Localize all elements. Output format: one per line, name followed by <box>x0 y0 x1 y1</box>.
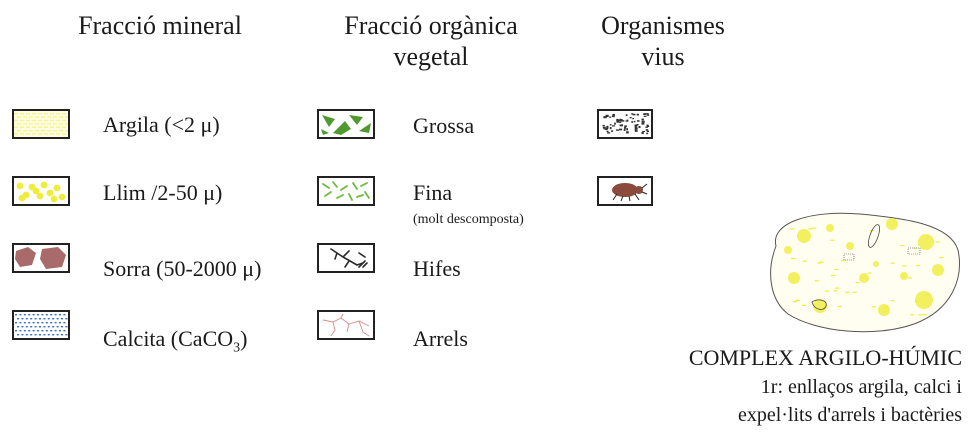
header-organic-fraction: Fracció orgànica vegetal <box>316 10 546 72</box>
calcite-label-subscript: 3 <box>233 340 241 356</box>
silt-swatch <box>12 176 70 206</box>
sand-swatch <box>12 243 70 273</box>
fine-organic-note: (molt descomposta) <box>413 212 524 227</box>
complex-description-line2: expel·lits d'arrels i bactèries <box>737 404 962 426</box>
header-organic-line2: vegetal <box>393 42 469 71</box>
calcite-swatch <box>12 310 70 340</box>
sand-label: Sorra (50-2000 μ) <box>103 256 262 281</box>
clay-label: Argila (<2 μ) <box>103 112 220 137</box>
header-living-organisms: Organismes vius <box>578 10 748 72</box>
header-living-line2: vius <box>641 42 685 71</box>
hyphae-label: Hifes <box>413 256 461 281</box>
calcite-label: Calcita (CaCO3) <box>103 326 247 361</box>
header-living-line1: Organismes <box>601 11 725 40</box>
coarse-organic-label: Grossa <box>413 113 475 138</box>
fine-organic-label: Fina <box>413 180 453 205</box>
roots-swatch <box>317 310 375 340</box>
clay-swatch <box>12 109 70 139</box>
complex-title: COMPLEX ARGILO-HÚMIC <box>688 345 962 370</box>
coarse-organic-swatch <box>317 109 375 139</box>
calcite-label-post: ) <box>240 326 248 351</box>
header-mineral-text: Fracció mineral <box>78 11 242 40</box>
microorganisms-swatch <box>597 109 653 139</box>
hyphae-swatch <box>317 243 375 273</box>
fine-organic-swatch <box>317 176 375 206</box>
calcite-label-pre: Calcita (CaCO <box>103 326 234 351</box>
header-mineral-fraction: Fracció mineral <box>40 10 280 41</box>
soil-bug-swatch <box>597 176 653 206</box>
header-organic-line1: Fracció orgànica <box>344 11 518 40</box>
clay-humus-complex-illustration <box>770 212 960 333</box>
complex-description-line1: 1r: enllaços argila, calci i <box>760 376 962 398</box>
roots-label: Arrels <box>413 326 468 351</box>
silt-label: Llim /2-50 μ) <box>103 180 223 205</box>
